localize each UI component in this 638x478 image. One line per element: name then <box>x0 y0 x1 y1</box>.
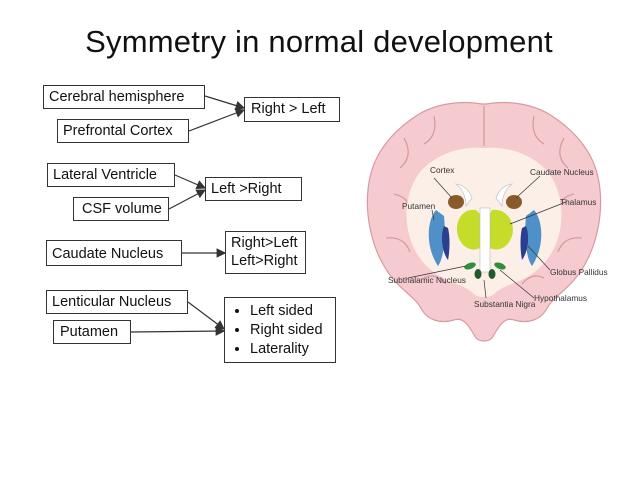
label-thalamus: Thalamus <box>560 197 597 207</box>
lateral-ventricle-box: Lateral Ventricle <box>47 163 175 187</box>
label-hypothalamus: Hypothalamus <box>534 293 588 303</box>
label-caudate-line-1: Caudate <box>530 167 562 177</box>
putamen-shape-right <box>525 210 542 266</box>
putamen-shape-left <box>428 210 445 266</box>
thalamus-shape-left <box>456 209 480 250</box>
bullet-laterality: Laterality <box>250 340 330 359</box>
label-subthalamic-line-1: Subthalamic <box>388 275 434 285</box>
caudate-result-line-2: Left>Right <box>231 253 298 269</box>
subthalamic-shape-right <box>494 262 506 270</box>
bullet-right-sided: Right sided <box>250 321 330 340</box>
label-globus-line-1: Globus <box>550 267 577 277</box>
arrow-prefrontal-to-result <box>188 108 246 132</box>
caudate-nucleus-box: Caudate Nucleus <box>46 240 182 266</box>
brain-drawing <box>366 101 602 342</box>
arrow-lenticular-to-result <box>187 301 225 330</box>
label-globus-line-2: Pallidus <box>578 267 608 277</box>
laterality-bullet-box: Left sided Right sided Laterality <box>224 297 336 363</box>
label-substantia-nigra: Substantia Nigra <box>474 300 535 309</box>
putamen-box: Putamen <box>53 320 131 344</box>
brain-coronal-illustration: Cortex Caudate Nucleus Thalamus Putamen … <box>364 98 608 344</box>
arrow-ventricle-to-result <box>174 174 207 190</box>
label-cortex: Cortex <box>430 165 455 175</box>
thalamus-shape-right <box>490 209 513 250</box>
right-greater-left-box: Right > Left <box>244 97 340 122</box>
cerebral-hemisphere-box: Cerebral hemisphere <box>43 85 205 109</box>
bullet-left-sided: Left sided <box>250 302 330 321</box>
label-caudate-nucleus: Caudate Nucleus <box>530 168 594 177</box>
caudate-shape-left <box>448 195 464 209</box>
label-caudate-line-2: Nucleus <box>563 167 594 177</box>
substantia-nigra-shape-left <box>474 269 482 279</box>
label-substantia-line-1: Substantia <box>474 299 514 309</box>
left-greater-right-box: Left >Right <box>205 177 302 201</box>
slide-title: Symmetry in normal development <box>85 24 553 59</box>
globus-pallidus-shape-right <box>520 226 529 260</box>
subthalamic-shape-left <box>464 262 476 270</box>
label-putamen: Putamen <box>402 201 436 211</box>
arrow-putamen-to-result <box>130 326 226 336</box>
label-subthalamic-line-2: Nucleus <box>435 275 466 285</box>
caudate-result-box: Right>Left Left>Right <box>225 231 306 274</box>
midline-shape <box>479 207 491 273</box>
caudate-result-line-1: Right>Left <box>231 235 298 251</box>
label-leader-lines <box>407 175 567 299</box>
gyri-folds <box>385 106 583 285</box>
label-subthalamic-nucleus: Subthalamic Nucleus <box>388 276 466 285</box>
lenticular-nucleus-box: Lenticular Nucleus <box>46 290 188 314</box>
caudate-shape-right <box>506 195 522 209</box>
substantia-nigra-shape-right <box>488 269 496 279</box>
laterality-bullet-list: Left sided Right sided Laterality <box>230 302 330 359</box>
arrow-cerebral-to-result <box>204 95 246 111</box>
label-globus-pallidus: Globus Pallidus <box>550 268 608 277</box>
label-substantia-line-2: Nigra <box>515 299 536 309</box>
prefrontal-cortex-box: Prefrontal Cortex <box>57 119 189 143</box>
arrow-csf-to-result <box>168 189 207 210</box>
lateral-ventricle-shape <box>454 183 514 208</box>
csf-volume-box: CSF volume <box>73 197 169 221</box>
globus-pallidus-shape-left <box>441 226 450 260</box>
